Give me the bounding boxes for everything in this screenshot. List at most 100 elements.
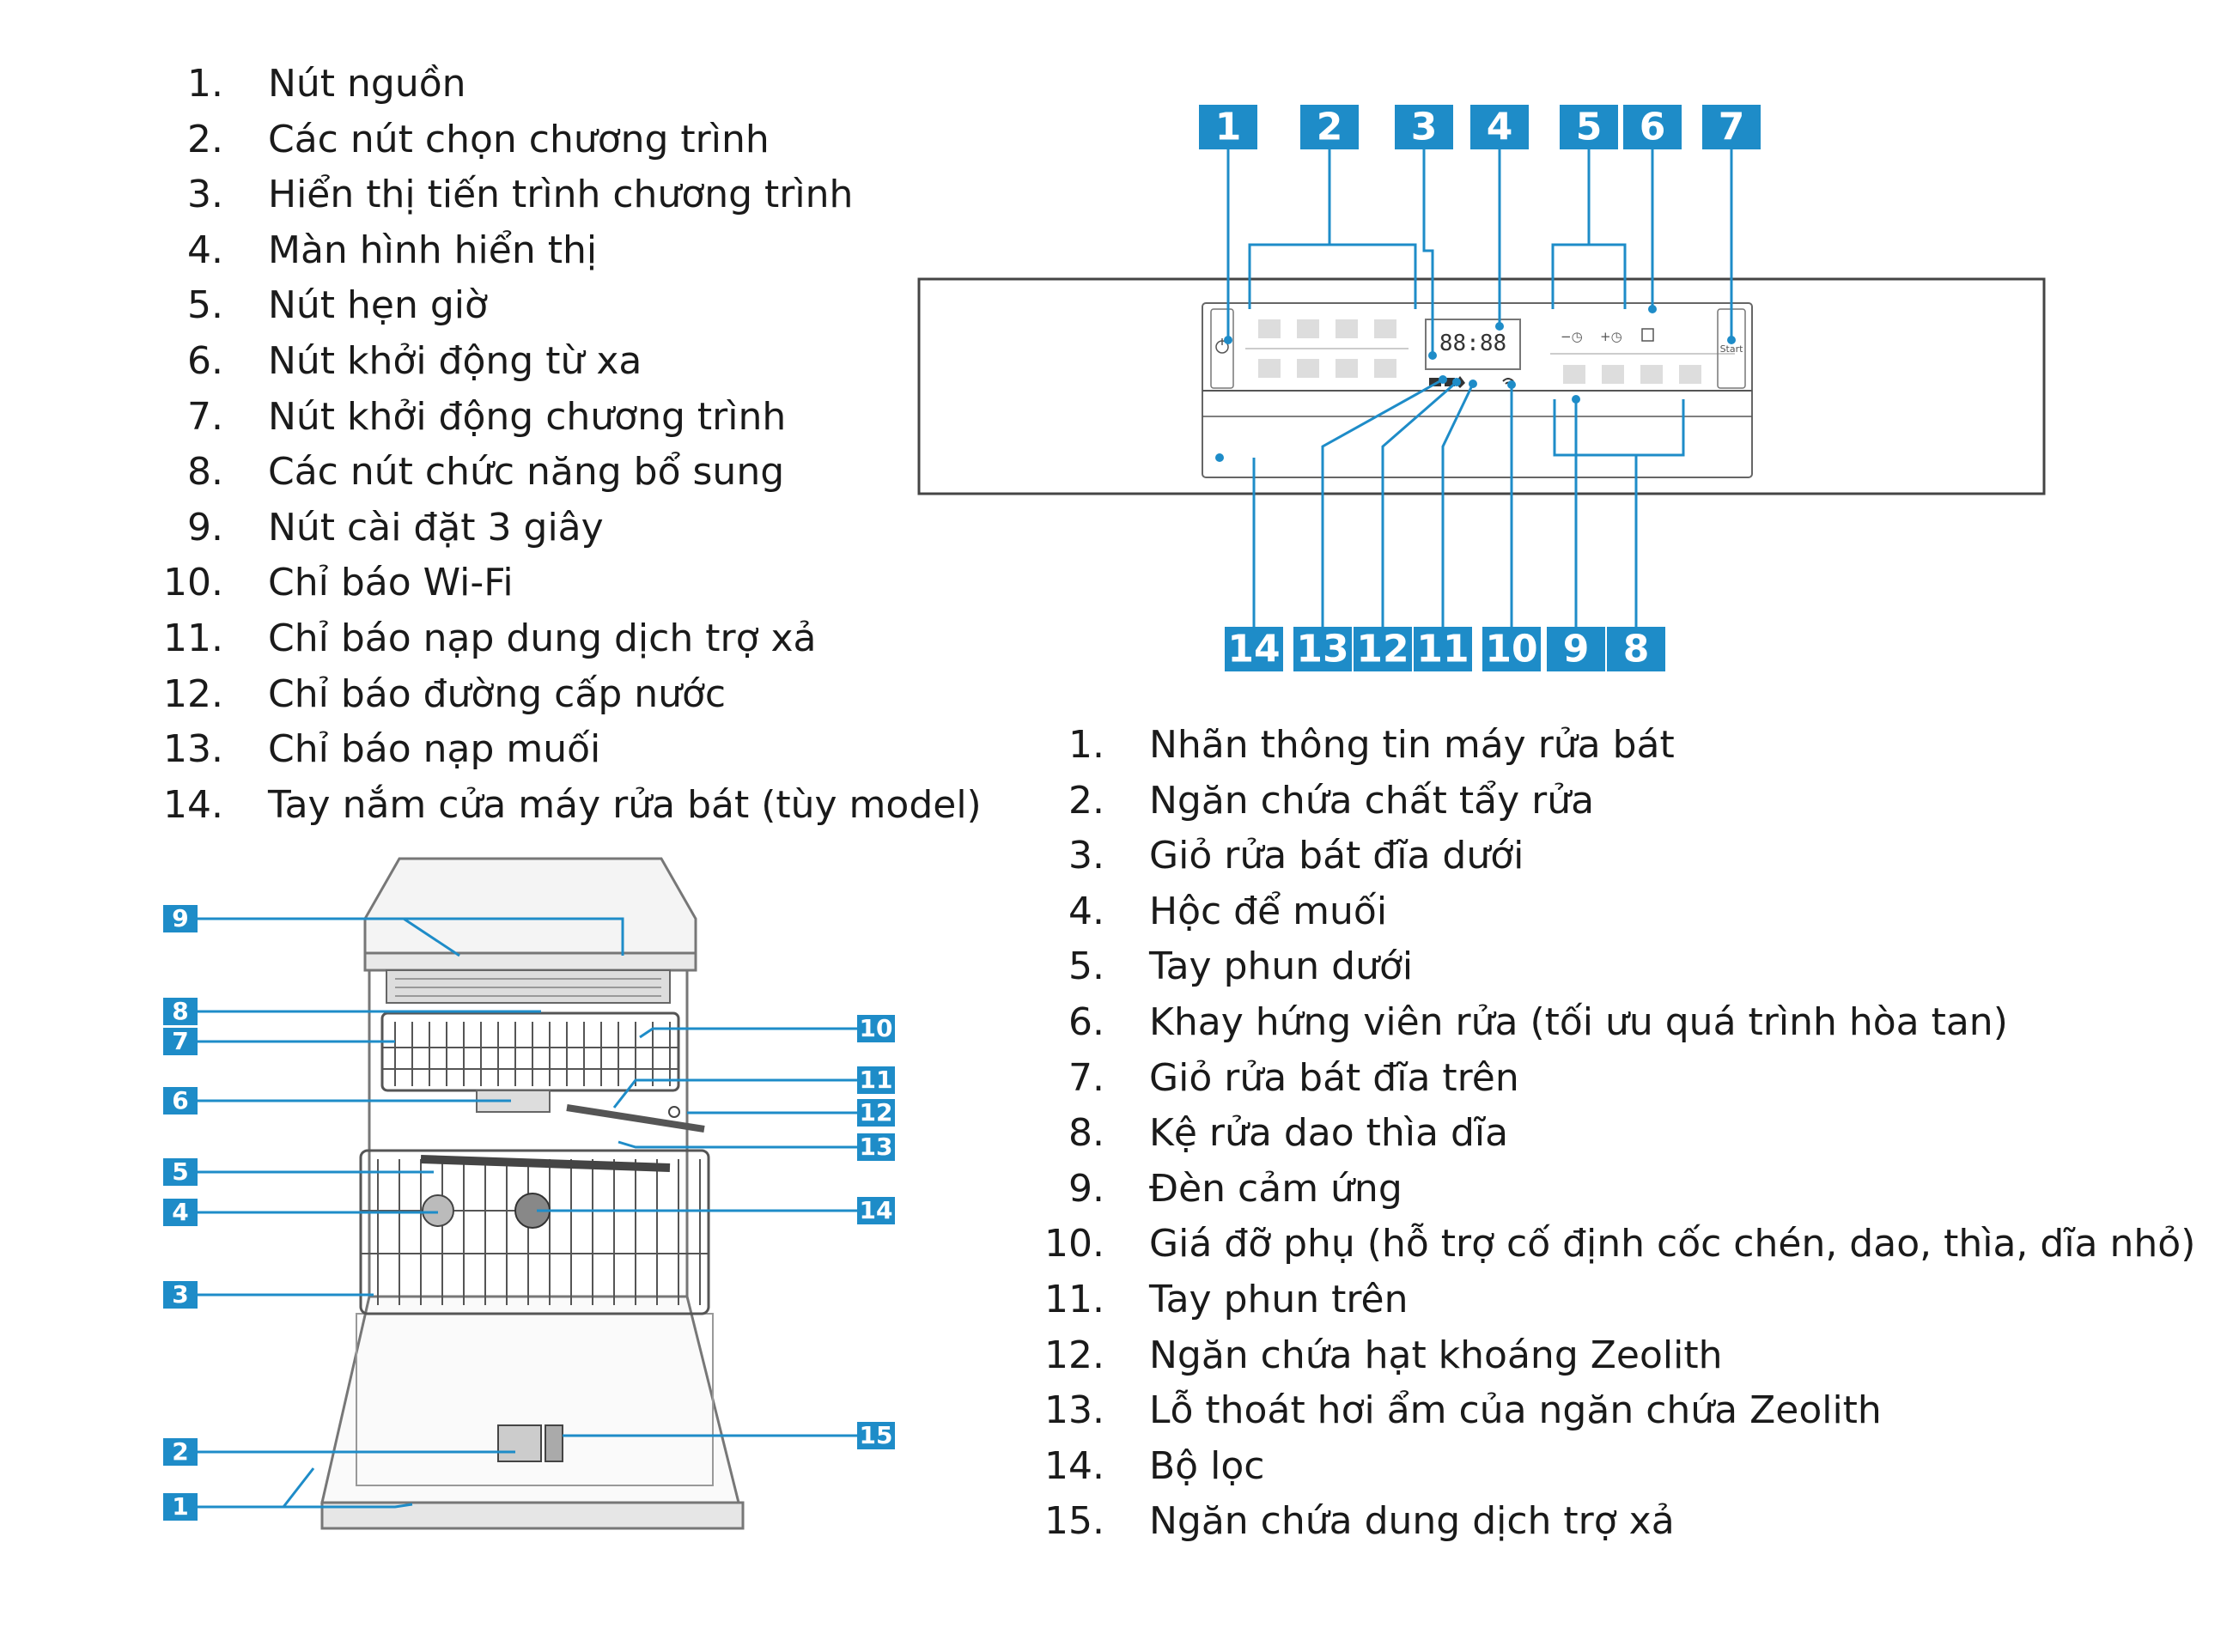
panel-tag-7: 7 <box>1702 105 1761 149</box>
display-readout: 88:88 <box>1439 331 1506 356</box>
panel-tag-5-text: 5 <box>1576 106 1603 149</box>
program-button[interactable] <box>1258 319 1281 338</box>
interior-legend-item-label: Lỗ thoát hơi ẩm của ngăn chứa Zeolith <box>1104 1383 1882 1439</box>
panel-legend-item-number: 6. <box>122 334 223 390</box>
panel-legend-item: 12.Chỉ báo đường cấp nước <box>122 667 982 723</box>
upper-basket <box>382 1013 678 1090</box>
power-button[interactable] <box>1211 309 1233 388</box>
upper-spray-arm <box>567 1108 704 1129</box>
program-button[interactable] <box>1374 359 1396 378</box>
panel-legend-item-number: 7. <box>122 390 223 446</box>
panel-tag-12-text: 12 <box>1356 628 1409 671</box>
panel-tag-2: 2 <box>1300 105 1359 149</box>
panel-legend-item: 9.Nút cài đặt 3 giây <box>122 501 982 556</box>
interior-tag-12-text: 12 <box>860 1098 893 1127</box>
program-button[interactable] <box>1258 359 1281 378</box>
interior-right-tags: 101112131415 <box>857 1014 895 1449</box>
interior-tag-2-text: 2 <box>172 1437 188 1466</box>
panel-tag-9-text: 9 <box>1563 628 1590 671</box>
interior-tag-5: 5 <box>163 1157 198 1186</box>
panel-tag-3-text: 3 <box>1411 106 1438 149</box>
interior-legend-item: 2.Ngăn chứa chất tẩy rửa <box>1003 774 2195 829</box>
panel-legend-item-number: 10. <box>122 556 223 611</box>
panel-legend-item: 2.Các nút chọn chương trình <box>122 112 982 168</box>
program-button[interactable] <box>1297 359 1319 378</box>
panel-legend-item-number: 2. <box>122 112 223 168</box>
interior-tag-3: 3 <box>163 1280 198 1309</box>
panel-tag-12: 12 <box>1354 627 1412 671</box>
control-panel-diagram: 88:88 −◷ +◷ Start <box>910 94 2053 687</box>
function-button[interactable] <box>1563 365 1585 384</box>
interior-legend-item-label: Giỏ rửa bát đĩa trên <box>1104 1051 1519 1107</box>
interior-tag-14-text: 14 <box>860 1196 893 1224</box>
interior-diagram: 987654321 101112131415 <box>155 850 928 1554</box>
extra-function-buttons <box>1563 365 1701 384</box>
timer-minus-button[interactable]: −◷ <box>1561 329 1583 344</box>
interior-tag-12: 12 <box>857 1098 895 1127</box>
function-button[interactable] <box>1679 365 1701 384</box>
interior-tag-10: 10 <box>857 1014 895 1042</box>
interior-legend-item-label: Giỏ rửa bát đĩa dưới <box>1104 829 1524 884</box>
door-panel <box>919 279 2044 494</box>
panel-tag-3: 3 <box>1395 105 1453 149</box>
interior-legend-item: 1.Nhãn thông tin máy rửa bát <box>1003 718 2195 774</box>
interior-tag-2: 2 <box>163 1437 198 1466</box>
panel-tag-1: 1 <box>1199 105 1257 149</box>
interior-tag-6: 6 <box>163 1086 198 1114</box>
interior-tag-7-text: 7 <box>172 1027 188 1055</box>
program-button[interactable] <box>1297 319 1319 338</box>
program-button[interactable] <box>1374 319 1396 338</box>
door-handle-marker <box>1215 453 1224 462</box>
interior-tag-15: 15 <box>857 1421 895 1449</box>
start-label: Start <box>1720 343 1744 355</box>
interior-legend-item-number: 14. <box>1003 1439 1104 1495</box>
interior-tag-11-text: 11 <box>860 1066 893 1094</box>
interior-legend-item: 6.Khay hứng viên rửa (tối ưu quá trình h… <box>1003 995 2195 1051</box>
panel-tag-10: 10 <box>1482 627 1541 671</box>
panel-legend-item: 7.Nút khởi động chương trình <box>122 390 982 446</box>
program-button[interactable] <box>1336 359 1358 378</box>
interior-legend-item: 15.Ngăn chứa dung dịch trợ xả <box>1003 1494 2195 1550</box>
timer-plus-button[interactable]: +◷ <box>1600 329 1622 344</box>
panel-tag-6: 6 <box>1623 105 1682 149</box>
panel-tag-11-text: 11 <box>1416 628 1469 671</box>
panel-legend-item-label: Hiển thị tiến trình chương trình <box>223 167 853 223</box>
interior-tag-15-text: 15 <box>860 1421 893 1449</box>
interior-legend-item: 10.Giá đỡ phụ (hỗ trợ cố định cốc chén, … <box>1003 1217 2195 1272</box>
panel-legend-item: 13.Chỉ báo nạp muối <box>122 722 982 778</box>
interior-legend-item-number: 9. <box>1003 1162 1104 1218</box>
interior-tag-10-text: 10 <box>860 1014 893 1042</box>
interior-legend-item: 7.Giỏ rửa bát đĩa trên <box>1003 1051 2195 1107</box>
function-button[interactable] <box>1640 365 1663 384</box>
interior-legend-item-number: 2. <box>1003 774 1104 829</box>
interior-left-tags: 987654321 <box>163 904 198 1521</box>
panel-legend-item: 1.Nút nguồn <box>122 57 982 112</box>
panel-legend-item-label: Tay nắm cửa máy rửa bát (tùy model) <box>223 778 982 834</box>
rinse-aid-dispenser <box>545 1425 563 1461</box>
interior-legend-item-label: Khay hứng viên rửa (tối ưu quá trình hòa… <box>1104 995 2008 1051</box>
interior-legend-item-number: 10. <box>1003 1217 1104 1272</box>
interior-legend-item: 11.Tay phun trên <box>1003 1272 2195 1328</box>
interior-legend-item: 8.Kệ rửa dao thìa dĩa <box>1003 1106 2195 1162</box>
interior-legend-item: 14.Bộ lọc <box>1003 1439 2195 1495</box>
function-button[interactable] <box>1602 365 1624 384</box>
panel-legend-item-label: Nút cài đặt 3 giây <box>223 501 604 556</box>
panel-legend-item-number: 1. <box>122 57 223 112</box>
interior-tag-6-text: 6 <box>172 1086 188 1114</box>
panel-tag-10-text: 10 <box>1485 628 1537 671</box>
panel-legend-item-number: 11. <box>122 611 223 667</box>
remote-start-button[interactable] <box>1642 329 1653 341</box>
interior-legend-item-number: 8. <box>1003 1106 1104 1162</box>
interior-legend-item-label: Nhãn thông tin máy rửa bát <box>1104 718 1675 774</box>
panel-legend-item-label: Nút nguồn <box>223 57 466 112</box>
panel-legend-item: 14.Tay nắm cửa máy rửa bát (tùy model) <box>122 778 982 834</box>
panel-legend-item-label: Chỉ báo nạp muối <box>223 722 600 778</box>
panel-tag-14-text: 14 <box>1227 628 1280 671</box>
interior-legend-item-label: Kệ rửa dao thìa dĩa <box>1104 1106 1508 1162</box>
interior-legend-item-number: 1. <box>1003 718 1104 774</box>
program-button[interactable] <box>1336 319 1358 338</box>
interior-legend-item: 12.Ngăn chứa hạt khoáng Zeolith <box>1003 1328 2195 1384</box>
panel-legend-item: 10.Chỉ báo Wi-Fi <box>122 556 982 611</box>
